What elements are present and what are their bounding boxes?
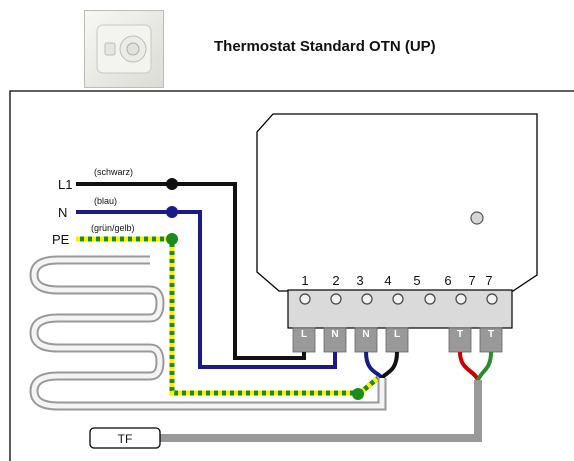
- terminal-screw: [330, 293, 342, 305]
- terminal-number: 6: [444, 273, 451, 288]
- terminal-screw: [424, 293, 436, 305]
- terminal-number: 5: [413, 273, 420, 288]
- pe-label: PE: [52, 232, 70, 247]
- heating-n-lead: [364, 351, 384, 380]
- thermostat-housing: [256, 113, 538, 292]
- heating-cable-inner: [31, 257, 385, 409]
- terminal-screw: [486, 293, 498, 305]
- terminal-number: 7: [485, 273, 492, 288]
- terminal-screw: [392, 293, 404, 305]
- sensor-red-lead: [458, 351, 480, 381]
- terminal-letter: T: [488, 329, 494, 340]
- floor-sensor: [89, 427, 161, 449]
- terminal-legs: [292, 327, 503, 353]
- terminal-letter: L: [301, 329, 307, 340]
- terminal-screws: [299, 293, 498, 305]
- terminal-number: 7: [468, 273, 475, 288]
- sensor-green-lead: [476, 351, 493, 381]
- terminal-screw: [361, 293, 373, 305]
- l1-connector: [166, 178, 178, 190]
- n-wire: [76, 210, 337, 369]
- terminal-letter: T: [457, 329, 463, 340]
- sensor-cable: [160, 380, 482, 442]
- page-title: Thermostat Standard OTN (UP): [214, 38, 436, 55]
- diagram-frame: [9, 90, 574, 461]
- terminal-number: 1: [301, 273, 308, 288]
- l1-color-label: (schwarz): [94, 167, 133, 177]
- pe-color-label: (grün/gelb): [91, 223, 135, 233]
- pe-connector: [166, 233, 178, 245]
- terminal-screw: [455, 293, 467, 305]
- terminal-letter: N: [362, 329, 369, 340]
- terminal-number: 2: [332, 273, 339, 288]
- heating-l-lead: [380, 351, 399, 380]
- terminal-number: 3: [356, 273, 363, 288]
- terminal-letter: L: [394, 329, 400, 340]
- l1-wire: [76, 182, 306, 360]
- terminal-number: 4: [384, 273, 391, 288]
- terminal-letter: N: [331, 329, 338, 340]
- terminal-screw: [299, 293, 311, 305]
- thermostat-photo: [84, 10, 164, 88]
- n-connector: [166, 206, 178, 218]
- pe-junction: [352, 388, 364, 400]
- l1-label: L1: [58, 177, 72, 192]
- n-label: N: [58, 205, 67, 220]
- n-color-label: (blau): [94, 196, 117, 206]
- sensor-label: TF: [118, 432, 133, 446]
- pe-wire-stripe: [76, 236, 380, 396]
- indicator-led: [470, 211, 484, 225]
